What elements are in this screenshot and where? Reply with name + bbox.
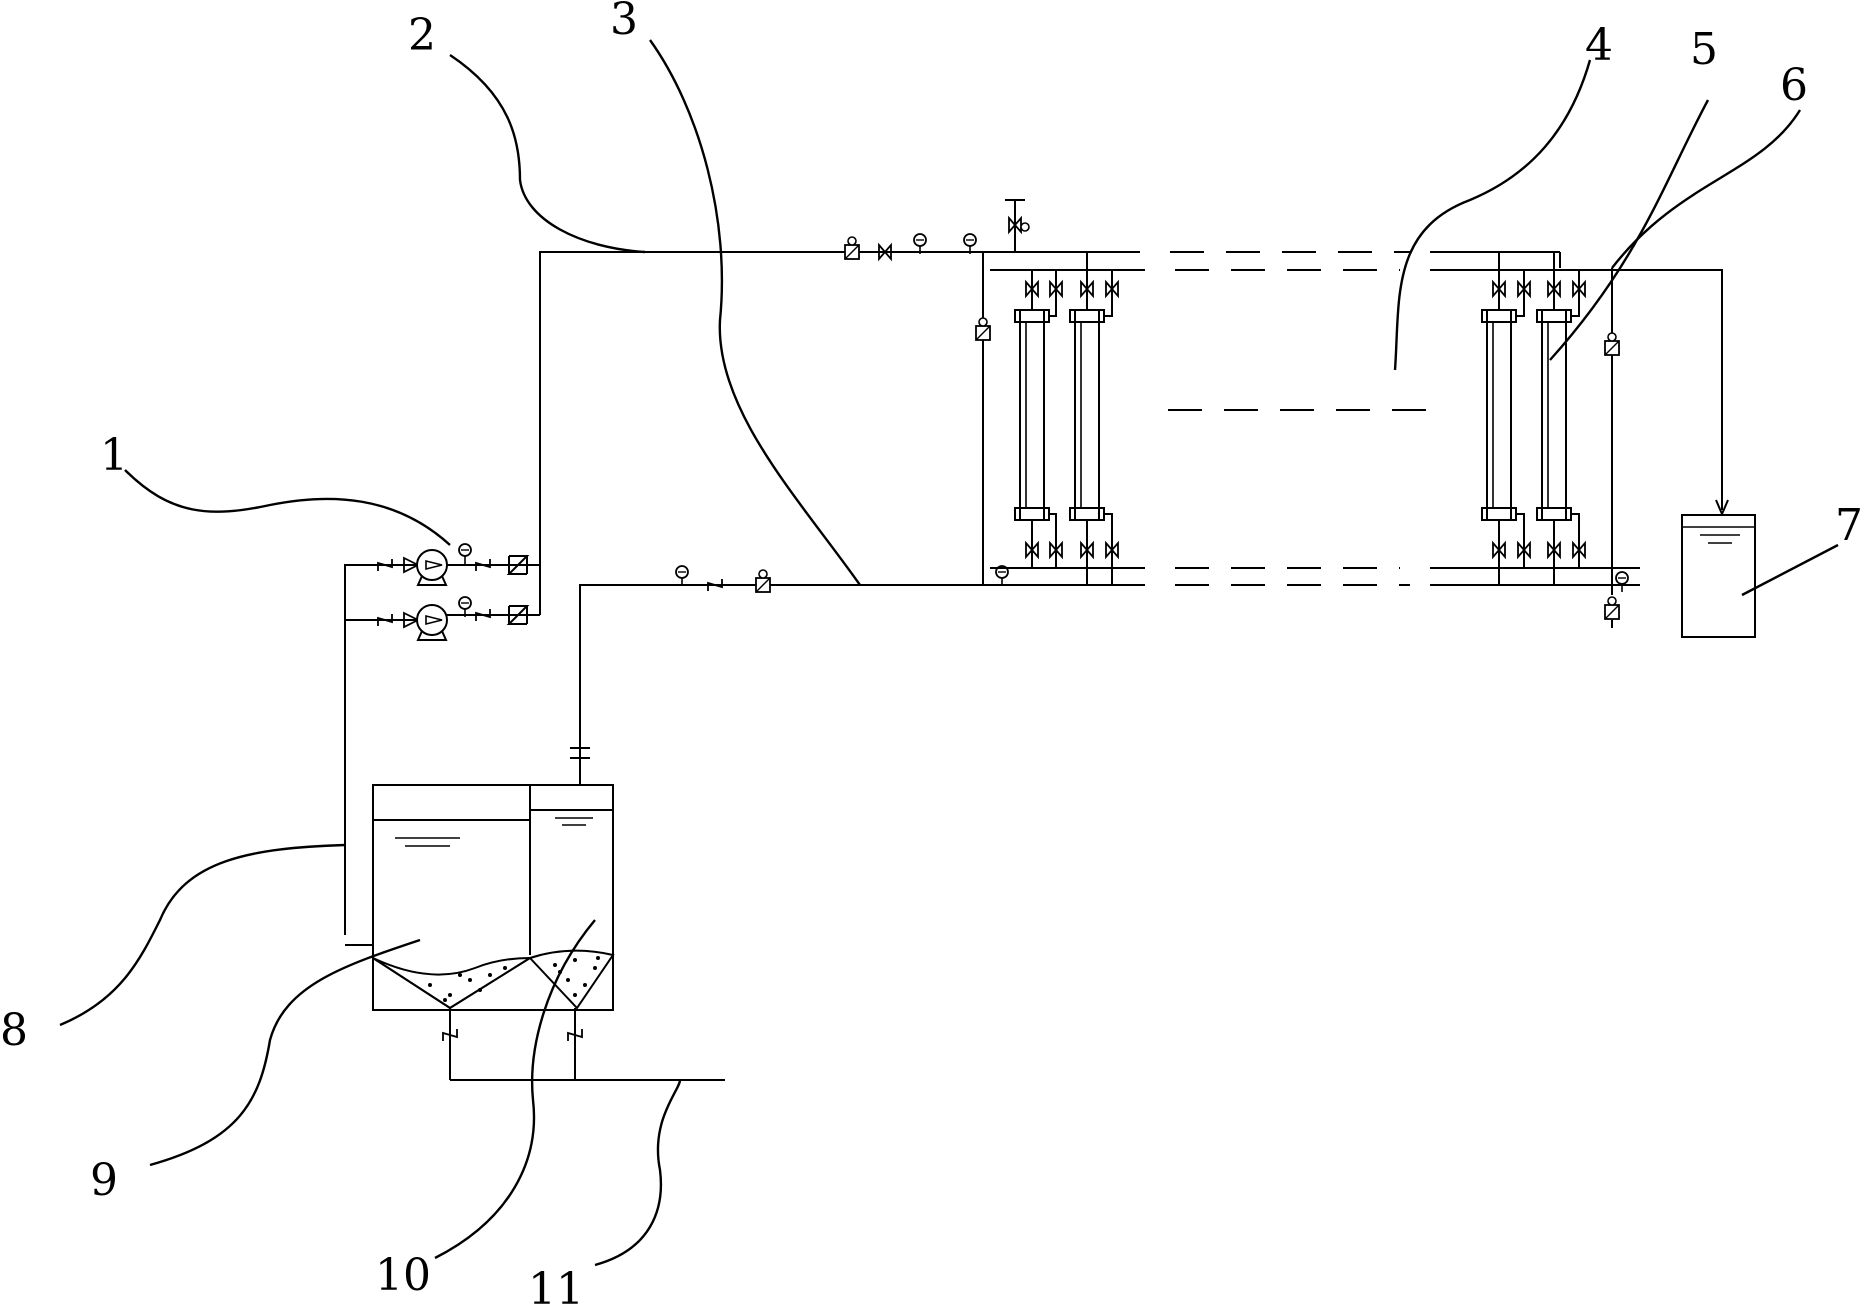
label-10: 10 (375, 1250, 431, 1301)
return-pressure-gauge (675, 565, 689, 587)
membrane-module-3 (1481, 309, 1517, 521)
label-11: 11 (528, 1264, 584, 1304)
label-2: 2 (408, 10, 436, 61)
vent-valve (1005, 199, 1030, 252)
feed-pipe-line (539, 251, 1561, 615)
product-tank (1681, 514, 1756, 638)
sludge-hopper-right (528, 949, 615, 1010)
label-9: 9 (90, 1155, 118, 1206)
label-1: 1 (100, 430, 128, 481)
label-6: 6 (1780, 60, 1808, 111)
sludge-hopper-left (372, 956, 534, 1010)
permeate-line (1604, 268, 1729, 628)
feed-flowmeter (844, 236, 860, 260)
return-flowmeter (755, 569, 771, 593)
feed-tank (345, 745, 614, 1011)
return-pipe-line (579, 584, 1640, 745)
module-bottom-piping (1025, 513, 1586, 585)
membrane-module-1 (1014, 309, 1050, 521)
membrane-module-2 (1069, 309, 1105, 521)
pump-assembly (344, 543, 540, 935)
bypass-line (975, 252, 991, 585)
drain-line (442, 1008, 725, 1081)
label-5: 5 (1690, 24, 1718, 75)
module-top-piping (1025, 252, 1586, 317)
label-8: 8 (0, 1005, 28, 1056)
label-4: 4 (1585, 20, 1613, 71)
label-3: 3 (610, 0, 638, 45)
label-7: 7 (1835, 500, 1863, 551)
leader-lines (59, 39, 1839, 1267)
